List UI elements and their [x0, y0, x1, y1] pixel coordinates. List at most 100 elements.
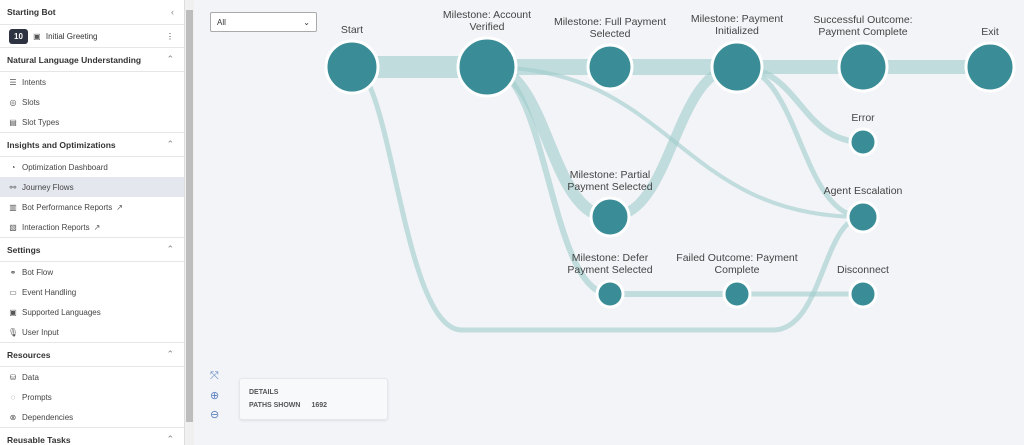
bot-flow-icon: ⚭ — [9, 267, 17, 277]
zoom-out-icon[interactable]: ⊖ — [210, 409, 220, 421]
sidebar-item-label: Supported Languages — [22, 307, 101, 317]
sidebar-item-label: Journey Flows — [22, 182, 74, 192]
flow-node[interactable] — [846, 200, 880, 234]
chevron-up-icon[interactable]: ⌃ — [166, 434, 174, 444]
sidebar-item[interactable]: ◌Prompts — [0, 387, 184, 407]
sidebar-item[interactable]: ⚯ Journey Flows — [0, 177, 184, 197]
flow-node-label: Exit — [981, 26, 999, 38]
flow-node[interactable] — [589, 196, 631, 238]
collapse-sidebar-icon[interactable]: ‹ — [171, 7, 174, 17]
chevron-up-icon[interactable]: ⌃ — [166, 54, 174, 64]
paths-shown-value: 1692 — [311, 402, 328, 409]
sidebar-item[interactable]: ◎ Slots — [0, 92, 184, 112]
sidebar-item[interactable]: ▭ Event Handling — [0, 282, 184, 302]
sidebar-item-label: Dependencies — [22, 412, 74, 422]
external-link-icon: ↗ — [93, 222, 101, 232]
section-title: Natural Language Understanding — [7, 54, 142, 65]
zoom-in-icon[interactable]: ⊕ — [210, 390, 220, 402]
chart-icon: ▥ — [9, 202, 17, 212]
sidebar-item[interactable]: ▥ Bot Performance Reports↗ — [0, 197, 184, 217]
bot-version-badge: 10 — [9, 28, 28, 44]
event-icon: ▭ — [9, 287, 17, 297]
slots-icon: ◎ — [9, 97, 17, 107]
flow-node[interactable] — [456, 36, 518, 98]
dashboard-icon: ◔ — [10, 162, 16, 172]
bot-name: Initial Greeting — [45, 31, 98, 41]
section-header[interactable]: Resources ⌃ — [0, 342, 184, 367]
sidebar-item[interactable]: ◔Optimization Dashboard — [0, 157, 184, 177]
database-icon: ⛁ — [9, 372, 17, 382]
sidebar: Starting Bot ‹ 10 ▣ Initial Greeting ⋮ Natur… — [0, 0, 185, 445]
dependencies-icon: ⊗ — [9, 412, 17, 422]
section-header[interactable]: Settings ⌃ — [0, 237, 184, 262]
flow-node-label: Disconnect — [837, 264, 889, 276]
sidebar-item[interactable]: ▣ Supported Languages — [0, 302, 184, 322]
flow-node-label: Start — [341, 24, 363, 36]
section-header[interactable]: Reusable Tasks ⌃ — [0, 427, 184, 445]
sidebar-item-label: Data — [22, 372, 39, 382]
starting-bot-header: Starting Bot ‹ — [0, 0, 184, 25]
sidebar-item-label: Slot Types — [22, 117, 60, 127]
more-icon[interactable]: ⋮ — [166, 31, 174, 41]
starting-bot-title: Starting Bot — [7, 7, 56, 17]
flow-node[interactable] — [837, 41, 889, 93]
sidebar-item-label: Bot Performance Reports — [22, 202, 113, 212]
flow-link[interactable] — [351, 64, 864, 333]
external-link-icon: ↗ — [116, 202, 123, 212]
slot-types-icon: ▤ — [9, 117, 17, 127]
flow-node[interactable] — [324, 39, 380, 95]
paths-shown-label: PATHS SHOWN — [249, 402, 301, 409]
starting-bot-row[interactable]: 10 ▣ Initial Greeting ⋮ — [0, 25, 184, 47]
section-title: Insights and Optimizations — [7, 139, 116, 150]
sidebar-item-label: Intents — [22, 77, 47, 87]
sidebar-item-label: User Input — [22, 327, 59, 337]
flow-node[interactable] — [586, 43, 634, 91]
section-header[interactable]: Natural Language Understanding ⌃ — [0, 47, 184, 72]
report-icon: ▧ — [9, 222, 17, 232]
sidebar-item[interactable]: ⊗ Dependencies — [0, 407, 184, 427]
sidebar-item-label: Event Handling — [22, 287, 77, 297]
flow-node[interactable] — [722, 279, 752, 309]
fit-to-screen-icon[interactable]: ⤧ — [210, 370, 219, 382]
microphone-icon: 🎙 — [7, 327, 19, 337]
sidebar-item-label: Slots — [22, 97, 40, 107]
bot-icon: ▣ — [33, 31, 41, 41]
section-title: Resources — [7, 349, 51, 360]
flow-node-label: Agent Escalation — [824, 185, 903, 197]
flow-node[interactable] — [848, 279, 878, 309]
filter-value: All — [217, 17, 226, 27]
zoom-controls: ⤧ ⊕ ⊖ — [210, 370, 219, 421]
journey-icon: ⚯ — [9, 182, 17, 192]
flow-node[interactable] — [595, 279, 625, 309]
chevron-up-icon[interactable]: ⌃ — [166, 349, 174, 359]
flow-node-label: Successful Outcome:Payment Complete — [813, 14, 912, 38]
sidebar-item[interactable]: 🎙User Input — [0, 322, 184, 342]
section-header[interactable]: Insights and Optimizations ⌃ — [0, 132, 184, 157]
section-title: Settings — [7, 244, 41, 255]
intents-icon: ☰ — [9, 77, 17, 87]
sidebar-item[interactable]: ⛁ Data — [0, 367, 184, 387]
scrollbar-thumb[interactable] — [186, 10, 193, 422]
flow-node[interactable] — [964, 41, 1016, 93]
chevron-up-icon[interactable]: ⌃ — [166, 139, 174, 149]
sidebar-item[interactable]: ☰ Intents — [0, 72, 184, 92]
language-icon: ▣ — [9, 307, 17, 317]
sidebar-item-label: Bot Flow — [22, 267, 54, 277]
prompt-icon: ◌ — [10, 392, 16, 402]
flow-node[interactable] — [848, 127, 878, 157]
sidebar-item[interactable]: ⚭ Bot Flow — [0, 262, 184, 282]
section-title: Reusable Tasks — [7, 434, 71, 445]
flow-node[interactable] — [710, 40, 764, 94]
sidebar-item[interactable]: ▤ Slot Types — [0, 112, 184, 132]
chevron-up-icon[interactable]: ⌃ — [166, 244, 174, 254]
filter-dropdown[interactable]: All⌄ — [210, 12, 317, 32]
flow-link[interactable] — [486, 65, 864, 219]
sidebar-item[interactable]: ▧Interaction Reports↗ — [0, 217, 184, 237]
